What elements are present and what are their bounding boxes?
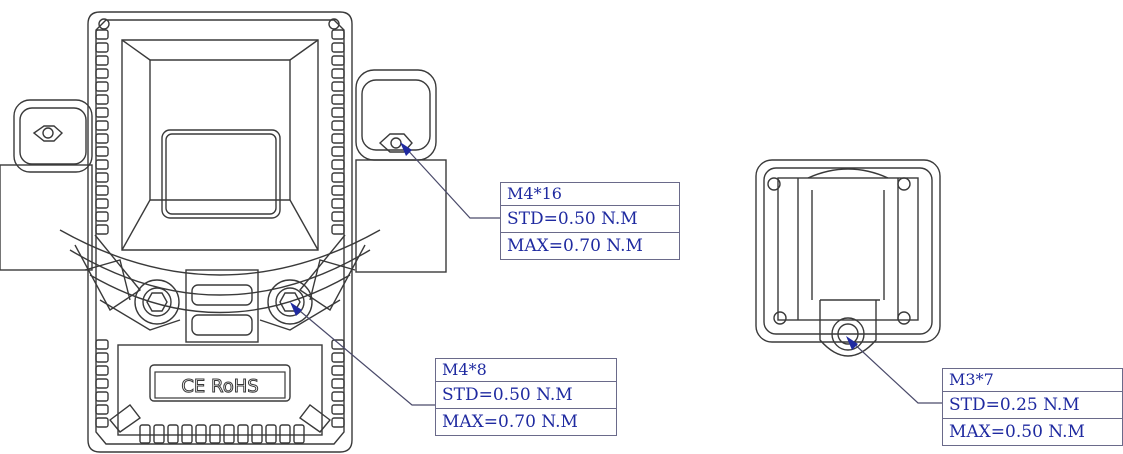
ridge-detail: [139, 424, 151, 444]
ridge-detail: [331, 133, 345, 144]
ridge-detail: [331, 29, 345, 40]
ridge-detail: [331, 352, 345, 363]
ridge-detail: [95, 172, 109, 183]
ridge-detail: [167, 424, 179, 444]
ridge-detail: [293, 424, 305, 444]
ridge-detail: [223, 424, 235, 444]
ridge-detail: [331, 365, 345, 376]
ridge-detail: [95, 146, 109, 157]
ridge-detail: [95, 365, 109, 376]
ridge-detail: [95, 211, 109, 222]
main-mount-drawing: [0, 11, 447, 453]
ridge-detail: [331, 172, 345, 183]
ridge-detail: [331, 68, 345, 79]
callout-m4x16: M4*16 STD=0.50 N.M MAX=0.70 N.M: [500, 182, 680, 260]
ridge-detail: [331, 185, 345, 196]
ridge-detail: [331, 81, 345, 92]
ridge-detail: [331, 391, 345, 402]
ridge-detail: [95, 378, 109, 389]
leader-lines: [293, 145, 945, 406]
ridge-detail: [95, 120, 109, 131]
std-torque: STD=0.50 N.M: [501, 205, 679, 232]
ridge-detail: [95, 81, 109, 92]
ridge-detail: [95, 224, 109, 235]
max-torque: MAX=0.50 N.M: [943, 418, 1122, 445]
callout-m3x7: M3*7 STD=0.25 N.M MAX=0.50 N.M: [942, 368, 1123, 446]
ridge-detail: [331, 224, 345, 235]
ridge-detail: [95, 68, 109, 79]
ridge-detail: [95, 339, 109, 350]
ridge-detail: [331, 417, 345, 428]
ridge-detail: [195, 424, 207, 444]
std-torque: STD=0.25 N.M: [943, 391, 1122, 418]
ridge-detail: [181, 424, 193, 444]
ridge-detail: [331, 198, 345, 209]
ridge-detail: [95, 29, 109, 40]
leader-arrows: [290, 142, 858, 350]
ridge-detail: [331, 120, 345, 131]
screw-size: M4*8: [442, 360, 487, 379]
ridge-detail: [331, 107, 345, 118]
ce-rohs-marking: CE RoHS: [181, 376, 258, 397]
ridge-detail: [209, 424, 221, 444]
ridge-detail: [95, 185, 109, 196]
ridge-detail: [95, 55, 109, 66]
callout-m4x8: M4*8 STD=0.50 N.M MAX=0.70 N.M: [435, 358, 617, 436]
ridge-detail: [95, 159, 109, 170]
ridge-detail: [331, 378, 345, 389]
ridge-detail: [95, 391, 109, 402]
ridge-detail: [331, 55, 345, 66]
max-torque: MAX=0.70 N.M: [501, 232, 679, 259]
ridge-detail: [95, 198, 109, 209]
ridge-detail: [95, 42, 109, 53]
ridge-detail: [251, 424, 263, 444]
ridge-detail: [331, 211, 345, 222]
ridge-detail: [95, 352, 109, 363]
ridge-detail: [331, 42, 345, 53]
ridge-detail: [95, 133, 109, 144]
ridge-detail: [331, 404, 345, 415]
ridge-detail: [95, 404, 109, 415]
ridge-detail: [95, 417, 109, 428]
ridge-detail: [95, 107, 109, 118]
screw-size: M4*16: [507, 184, 562, 203]
ridge-detail: [331, 339, 345, 350]
ridge-detail: [331, 159, 345, 170]
ridge-detail: [153, 424, 165, 444]
ridge-detail: [265, 424, 277, 444]
ridge-detail: [237, 424, 249, 444]
screw-size: M3*7: [949, 370, 994, 389]
max-torque: MAX=0.70 N.M: [436, 408, 616, 435]
ridge-detail: [331, 146, 345, 157]
ridge-detail: [331, 94, 345, 105]
ridge-detail: [279, 424, 291, 444]
ridge-detail: [95, 94, 109, 105]
std-torque: STD=0.50 N.M: [436, 381, 616, 408]
small-mount-drawing: [755, 159, 941, 357]
